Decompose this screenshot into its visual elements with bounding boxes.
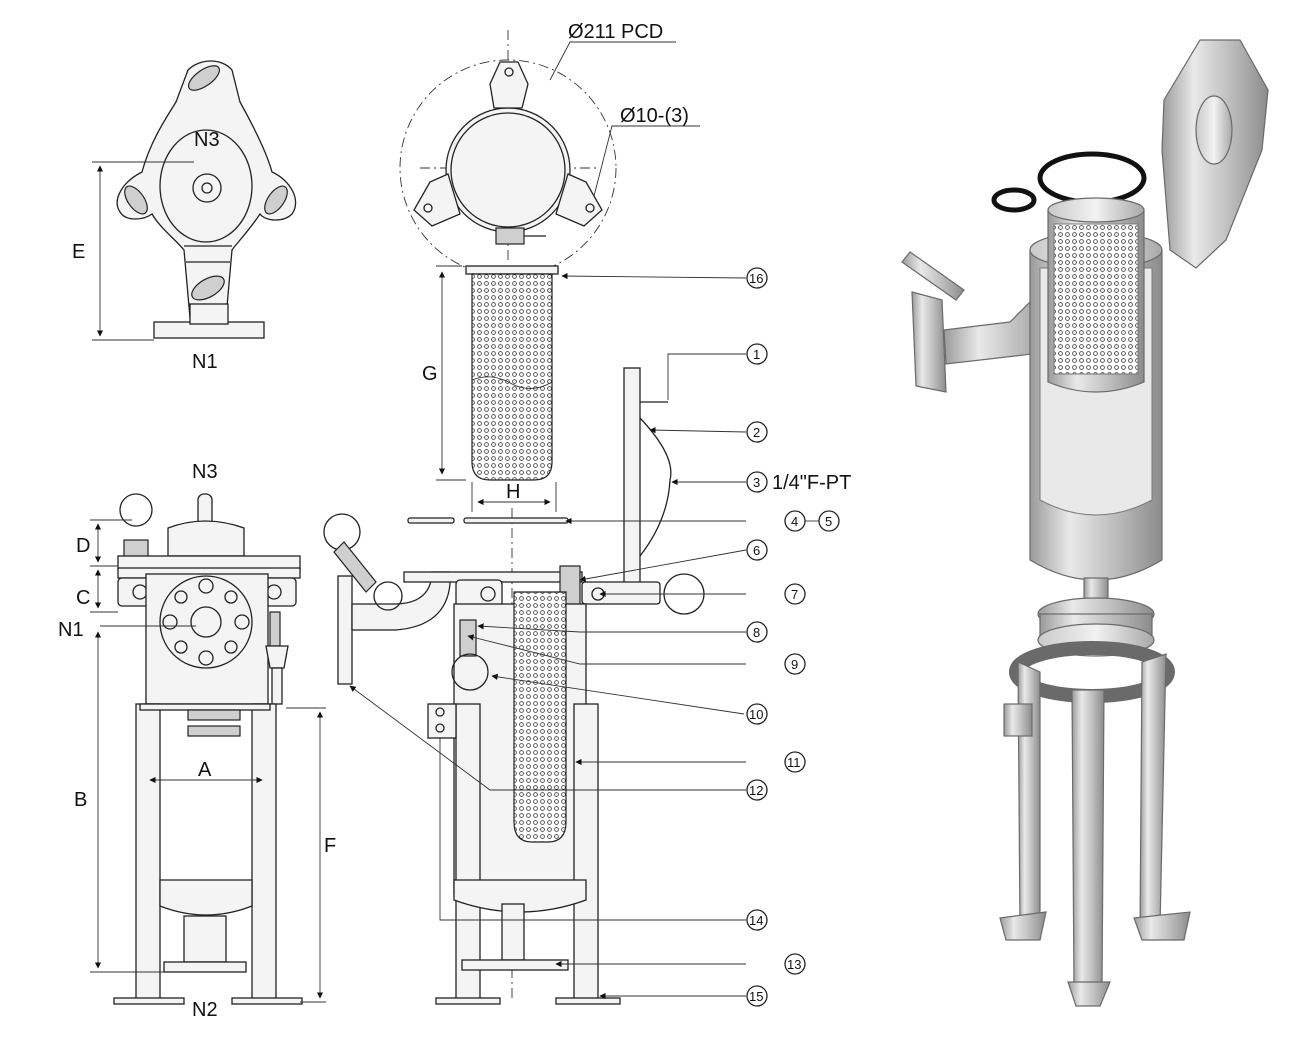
dim-e-label: E xyxy=(72,241,85,263)
label-n3-top: N3 xyxy=(194,129,220,151)
svg-text:15: 15 xyxy=(749,989,763,1004)
callout-5: 5 xyxy=(818,510,840,532)
callout-7: 7 xyxy=(784,583,806,605)
svg-text:6: 6 xyxy=(753,543,760,558)
svg-text:16: 16 xyxy=(749,271,763,286)
exploded-3d-render xyxy=(901,39,1269,1007)
dim-b-label: B xyxy=(74,789,87,811)
callout-8: 8 xyxy=(746,621,768,643)
svg-text:3: 3 xyxy=(753,475,760,490)
dim-c-label: C xyxy=(76,587,90,609)
label-n2: N2 xyxy=(192,999,218,1021)
dim-h-label: H xyxy=(506,481,520,503)
dim-g-label: G xyxy=(422,363,438,385)
side-section-view xyxy=(323,367,705,1005)
svg-text:1: 1 xyxy=(753,347,760,362)
label-n1-front: N1 xyxy=(58,619,84,641)
svg-text:2: 2 xyxy=(753,425,760,440)
callout-15: 15 xyxy=(746,985,768,1007)
svg-text:11: 11 xyxy=(787,755,801,770)
callout-4: 4 xyxy=(784,510,806,532)
svg-text:14: 14 xyxy=(749,913,763,928)
svg-text:10: 10 xyxy=(749,707,763,722)
label-pcd: Ø211 PCD xyxy=(568,21,663,43)
plan-view: Ø211 PCD Ø10-(3) xyxy=(399,21,700,277)
dim-d-label: D xyxy=(76,535,90,557)
basket-view: G H xyxy=(422,265,559,512)
svg-text:5: 5 xyxy=(825,514,832,529)
svg-text:12: 12 xyxy=(749,783,763,798)
svg-text:8: 8 xyxy=(753,625,760,640)
label-holes: Ø10-(3) xyxy=(620,105,689,127)
callout-9: 9 xyxy=(784,653,806,675)
callout-13: 13 xyxy=(784,953,806,975)
callout-11: 11 xyxy=(784,751,806,773)
dim-a-label: A xyxy=(198,759,212,781)
callout-2: 2 xyxy=(746,421,768,443)
callout-12: 12 xyxy=(746,779,768,801)
svg-text:4: 4 xyxy=(791,514,798,529)
top-view: N3 E N1 xyxy=(72,60,297,373)
callouts: 16 1 2 3 1/4"F-PT 4 5 6 7 8 9 10 11 12 1… xyxy=(746,267,851,1007)
svg-text:13: 13 xyxy=(787,957,801,972)
callout-16: 16 xyxy=(746,267,768,289)
callout-10: 10 xyxy=(746,703,768,725)
callout-3: 3 xyxy=(746,471,768,493)
dim-f-label: F xyxy=(324,835,336,857)
front-view: N3 D C N1 A B F N2 xyxy=(58,461,336,1021)
svg-text:7: 7 xyxy=(791,587,798,602)
callout-14: 14 xyxy=(746,909,768,931)
svg-text:9: 9 xyxy=(791,657,798,672)
callout-1: 1 xyxy=(746,343,768,365)
callout-6: 6 xyxy=(746,539,768,561)
callout-3-note: 1/4"F-PT xyxy=(772,472,851,494)
label-n1-top: N1 xyxy=(192,351,218,373)
label-n3-front: N3 xyxy=(192,461,218,483)
callout-leaders xyxy=(349,272,747,1000)
